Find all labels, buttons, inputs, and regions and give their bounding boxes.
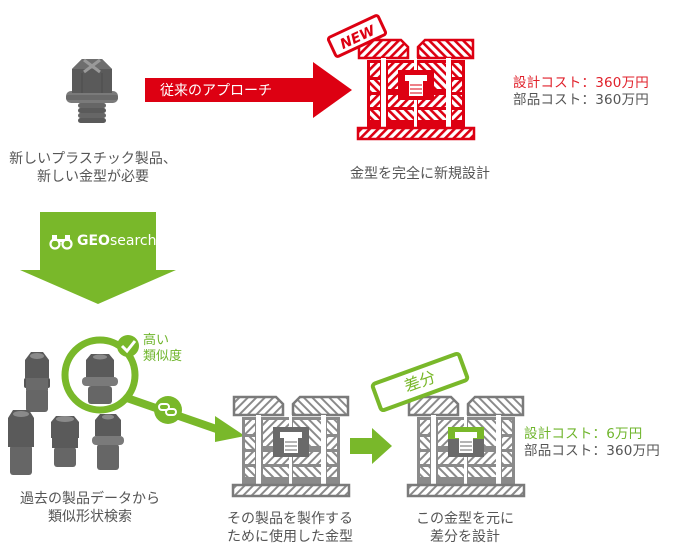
existing-mold-caption: その製品を製作する ために使用した金型 bbox=[205, 510, 375, 546]
derived-mold-icon bbox=[406, 395, 526, 498]
conventional-approach-label: 従来のアプローチ bbox=[160, 83, 272, 99]
chain-link-icon bbox=[158, 403, 177, 416]
cost-block-geosearch: 設計コスト：6万円 部品コスト：360万円 bbox=[524, 426, 660, 460]
plastic-plug-icon bbox=[66, 58, 118, 123]
geosearch-logo-bold: GEO bbox=[77, 233, 110, 249]
product-caption: 新しいプラスチック製品、 新しい金型が必要 bbox=[0, 150, 186, 186]
checkmark-icon bbox=[120, 340, 137, 354]
geosearch-logo-light: search bbox=[109, 233, 157, 249]
high-similarity-line2: 類似度 bbox=[143, 349, 183, 364]
design-cost-conventional: 設計コスト：360万円 bbox=[513, 75, 649, 91]
past-parts-cluster bbox=[8, 352, 124, 475]
past-part-icon bbox=[51, 416, 79, 467]
conventional-approach-arrow bbox=[145, 62, 352, 118]
derive-arrow bbox=[350, 428, 392, 464]
derived-mold-caption-line1: この金型を元に bbox=[416, 511, 514, 527]
diff-badge-label: 差分 bbox=[401, 367, 439, 396]
derived-mold-caption-line2: 差分を設計 bbox=[430, 529, 500, 545]
product-caption-line1: 新しいプラスチック製品、 bbox=[9, 151, 177, 167]
design-cost-geosearch: 設計コスト：6万円 bbox=[524, 426, 643, 442]
high-similarity-line1: 高い bbox=[143, 333, 170, 348]
existing-mold-caption-line1: その製品を製作する bbox=[227, 511, 353, 527]
past-part-icon bbox=[8, 410, 34, 475]
past-part-icon bbox=[92, 414, 124, 470]
past-part-icon bbox=[24, 352, 50, 412]
search-caption: 過去の製品データから 類似形状検索 bbox=[0, 490, 180, 526]
parts-cost-conventional: 部品コスト：360万円 bbox=[513, 92, 649, 108]
cost-block-conventional: 設計コスト：360万円 部品コスト：360万円 bbox=[513, 75, 649, 109]
search-caption-line1: 過去の製品データから bbox=[20, 491, 160, 507]
geosearch-arrow bbox=[20, 212, 176, 304]
existing-mold-caption-line2: ために使用した金型 bbox=[227, 529, 353, 545]
mold-caption-new-design: 金型を完全に新規設計 bbox=[350, 166, 490, 182]
new-mold-red-icon bbox=[356, 38, 476, 141]
parts-cost-geosearch: 部品コスト：360万円 bbox=[524, 443, 660, 459]
existing-mold-gray-icon bbox=[231, 395, 351, 498]
high-similarity-label: 高い 類似度 bbox=[143, 333, 182, 365]
similarity-magnifier-icon bbox=[61, 335, 245, 442]
derived-mold-caption: この金型を元に 差分を設計 bbox=[395, 510, 535, 546]
product-caption-line2: 新しい金型が必要 bbox=[37, 169, 149, 185]
geosearch-logo: GEOsearch bbox=[77, 233, 156, 249]
search-caption-line2: 類似形状検索 bbox=[48, 509, 132, 525]
binoculars-icon bbox=[49, 235, 73, 250]
